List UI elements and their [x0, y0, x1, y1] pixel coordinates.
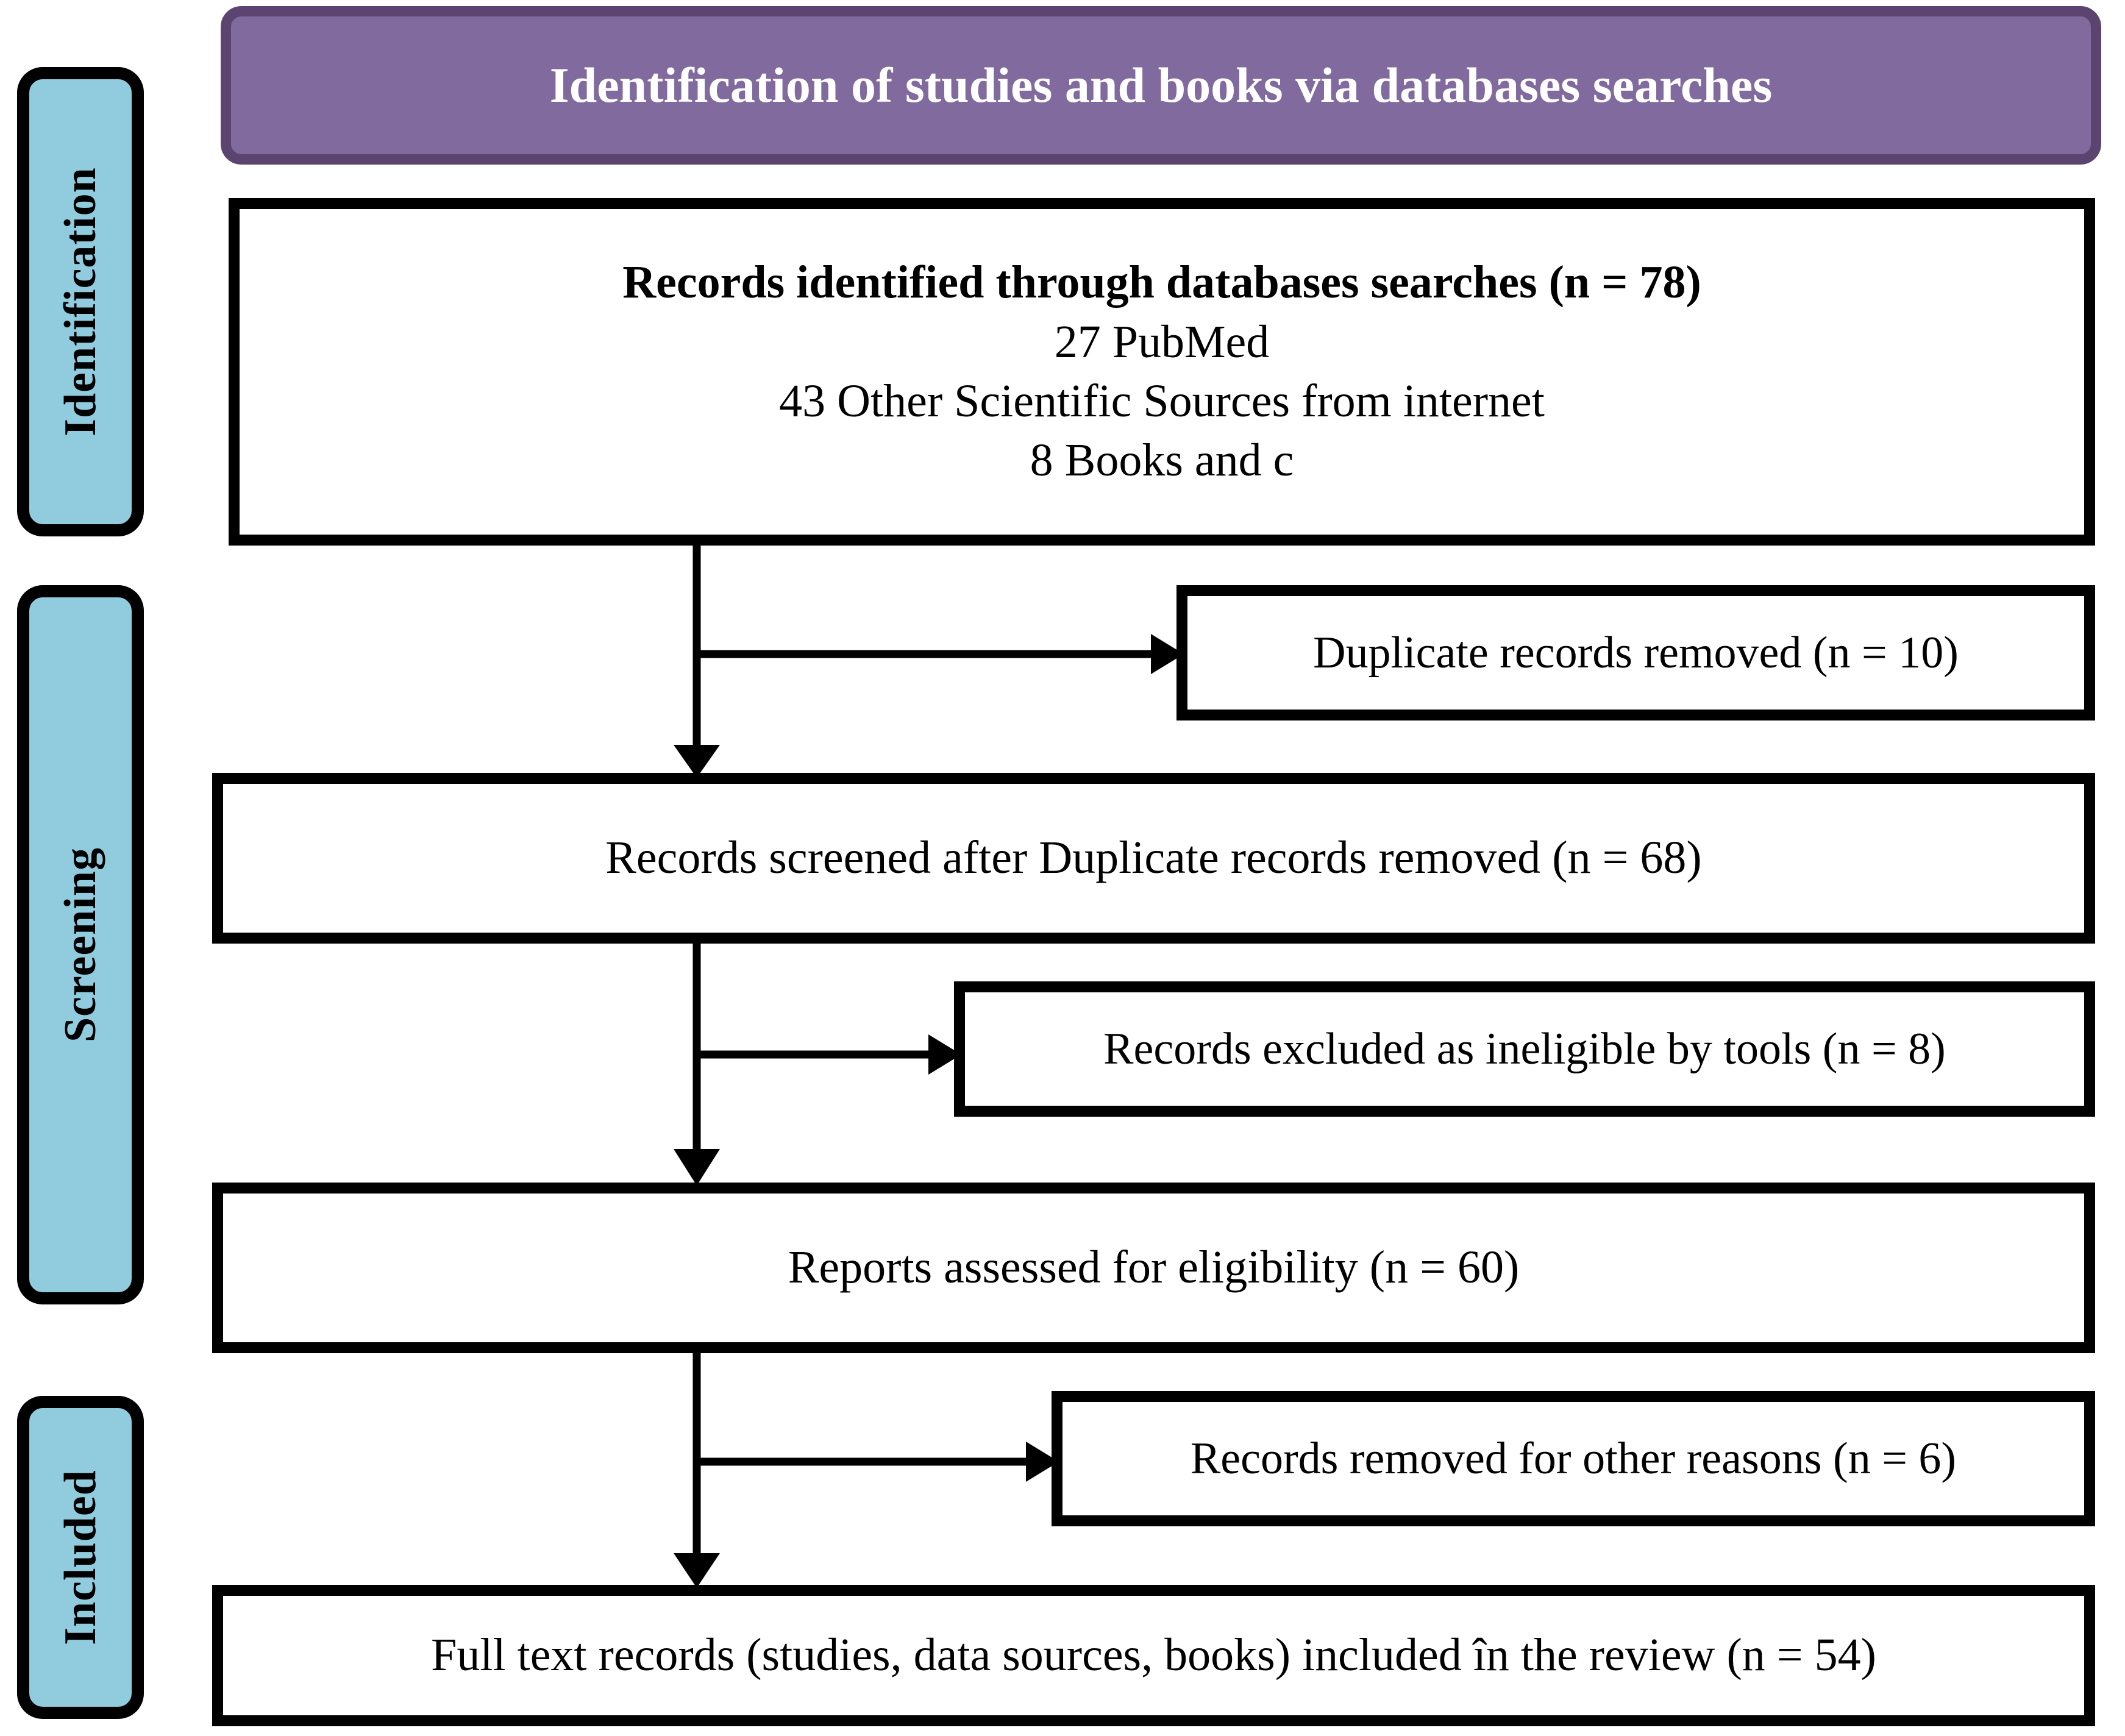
box-records-excluded-text: Records excluded as ineligible by tools … — [1103, 1023, 1946, 1074]
box-records-excluded: Records excluded as ineligible by tools … — [954, 981, 2095, 1117]
box-records-identified-line-1: 27 PubMed — [1054, 316, 1270, 368]
box-records-removed-other-reasons-text: Records removed for other reasons (n = 6… — [1190, 1433, 1957, 1484]
connector-screened-to-eligibility-arrowhead — [674, 1149, 720, 1186]
box-duplicate-records-removed-text: Duplicate records removed (n = 10) — [1313, 627, 1959, 678]
box-reports-assessed-eligibility: Reports assessed for eligibility (n = 60… — [212, 1183, 2095, 1353]
header-banner: Identification of studies and books via … — [221, 6, 2101, 165]
box-records-removed-other-reasons: Records removed for other reasons (n = 6… — [1052, 1391, 2095, 1526]
box-records-identified-title: Records identified through databases sea… — [622, 257, 1701, 308]
box-duplicate-records-removed: Duplicate records removed (n = 10) — [1176, 585, 2095, 720]
box-records-identified-line-2: 43 Other Scientific Sources from interne… — [779, 375, 1545, 427]
header-banner-title: Identification of studies and books via … — [549, 57, 1773, 113]
box-full-text-records-included-text: Full text records (studies, data sources… — [431, 1629, 1876, 1681]
stage-tab-screening-label: Screening — [55, 847, 106, 1043]
box-reports-assessed-eligibility-text: Reports assessed for eligibility (n = 60… — [788, 1242, 1520, 1293]
stage-tab-identification: Identification — [17, 67, 144, 536]
connector-eligibility-to-included-arrowhead — [674, 1553, 720, 1588]
box-records-identified-line-3: 8 Books and c — [1030, 435, 1294, 486]
box-records-identified: Records identified through databases sea… — [229, 198, 2095, 546]
box-records-screened-text: Records screened after Duplicate records… — [605, 832, 1702, 884]
stage-tab-included-label: Included — [55, 1470, 106, 1645]
stage-tab-included: Included — [17, 1396, 144, 1719]
box-full-text-records-included: Full text records (studies, data sources… — [212, 1585, 2095, 1726]
box-records-screened: Records screened after Duplicate records… — [212, 773, 2095, 944]
stage-tab-identification-label: Identification — [55, 167, 105, 436]
stage-tab-screening: Screening — [17, 585, 144, 1304]
